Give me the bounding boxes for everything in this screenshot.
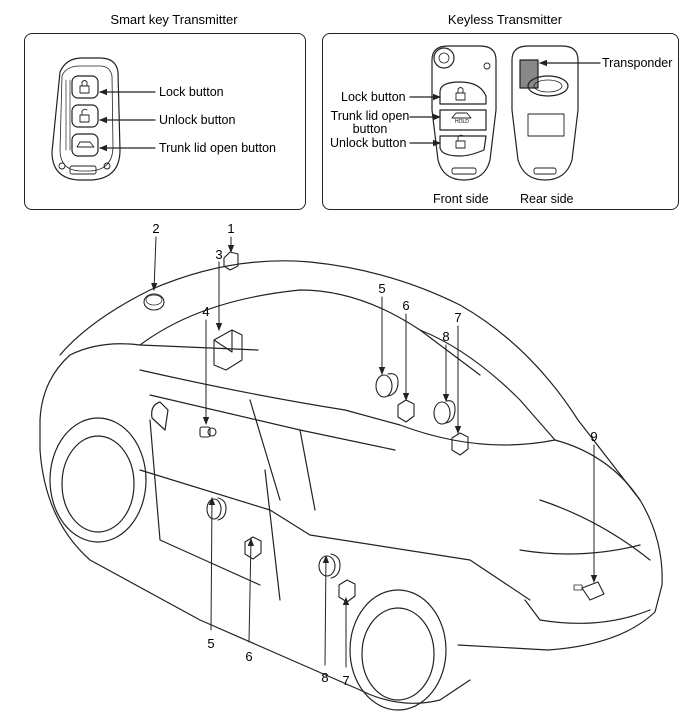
smart-key-fob-drawing (51, 57, 156, 181)
callout-2: 2 (152, 221, 160, 236)
keyless-rear-side-label: Rear side (520, 192, 574, 206)
callout-4: 4 (202, 304, 210, 319)
callout-9: 9 (590, 429, 598, 444)
keyless-rear-drawing (511, 45, 601, 181)
keyless-transponder-label: Transponder (602, 56, 673, 70)
smart-trunk-button-label: Trunk lid open button (159, 141, 276, 155)
keyless-front-side-label: Front side (433, 192, 489, 206)
car-body-drawing (39, 260, 663, 711)
callout-1: 1 (227, 221, 235, 236)
callout-leaders (151, 236, 598, 668)
smart-key-title: Smart key Transmitter (110, 12, 238, 27)
smart-unlock-button-label: Unlock button (159, 113, 236, 127)
callout-8-top: 8 (442, 329, 450, 344)
keyless-hold-text: HOLD (455, 119, 469, 125)
keyless-unlock-button-label: Unlock button (330, 136, 407, 150)
callout-5-top: 5 (378, 281, 386, 296)
callout-3: 3 (215, 247, 223, 262)
keyless-transmitter-panel (322, 33, 679, 210)
smart-lock-button-label: Lock button (159, 85, 224, 99)
keyless-trunk-button-label-line1: Trunk lid open (330, 109, 410, 123)
keyless-front-drawing (409, 45, 497, 181)
keyless-transmitter-title: Keyless Transmitter (447, 12, 563, 27)
callout-6-top: 6 (402, 298, 410, 313)
keyless-trunk-button-label-line2: button (352, 122, 388, 136)
smart-key-panel (24, 33, 306, 210)
callout-5-bottom: 5 (207, 636, 215, 651)
callout-7-top: 7 (454, 310, 462, 325)
callout-6-bottom: 6 (245, 649, 253, 664)
callout-8-bottom: 8 (321, 670, 329, 685)
callout-7-bottom: 7 (342, 673, 350, 688)
keyless-lock-button-label: Lock button (341, 90, 406, 104)
